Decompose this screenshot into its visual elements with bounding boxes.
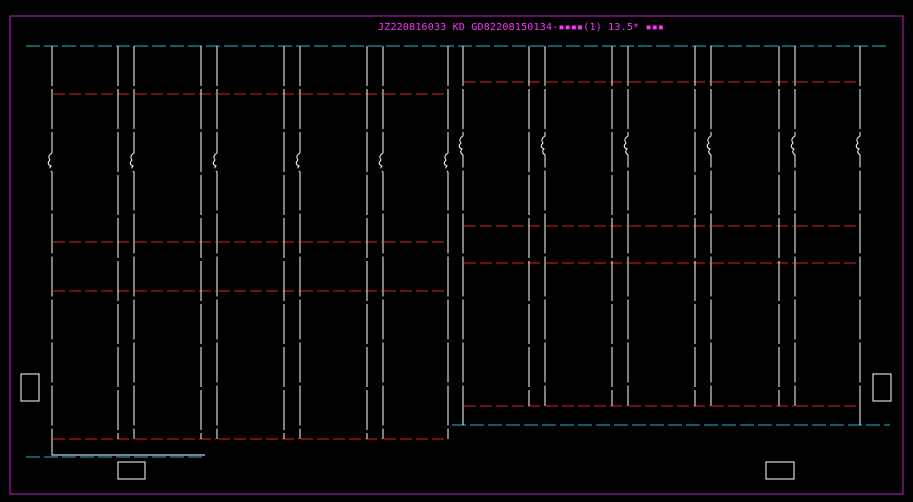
right-cut-line (458, 46, 464, 406)
right-cut-line (623, 46, 629, 406)
fold-lines (53, 81, 859, 440)
right-cut-line (540, 46, 546, 406)
left-cut-line (212, 46, 218, 439)
registration-box-right (872, 373, 892, 402)
registration-marks (20, 373, 892, 480)
right-cut-line (706, 46, 712, 406)
left-cut-line (295, 46, 301, 439)
registration-box-bottom-right (765, 461, 795, 480)
left-cut-line (129, 46, 135, 439)
left-cut-line (378, 46, 384, 439)
left-bottom-cut (51, 439, 205, 456)
drawing-border (9, 15, 904, 495)
left-cut-line (47, 46, 53, 439)
left-cut-line (443, 46, 449, 439)
drawing-title: JZ220816033 KD GD82208150134-▪▪▪▪(1) 13.… (378, 22, 665, 33)
registration-box-bottom-left (117, 461, 146, 480)
reference-lines (26, 45, 890, 458)
cut-lines (47, 46, 861, 456)
right-cut-line (790, 46, 796, 406)
registration-box-left (20, 373, 40, 402)
right-cut-line (855, 46, 861, 406)
